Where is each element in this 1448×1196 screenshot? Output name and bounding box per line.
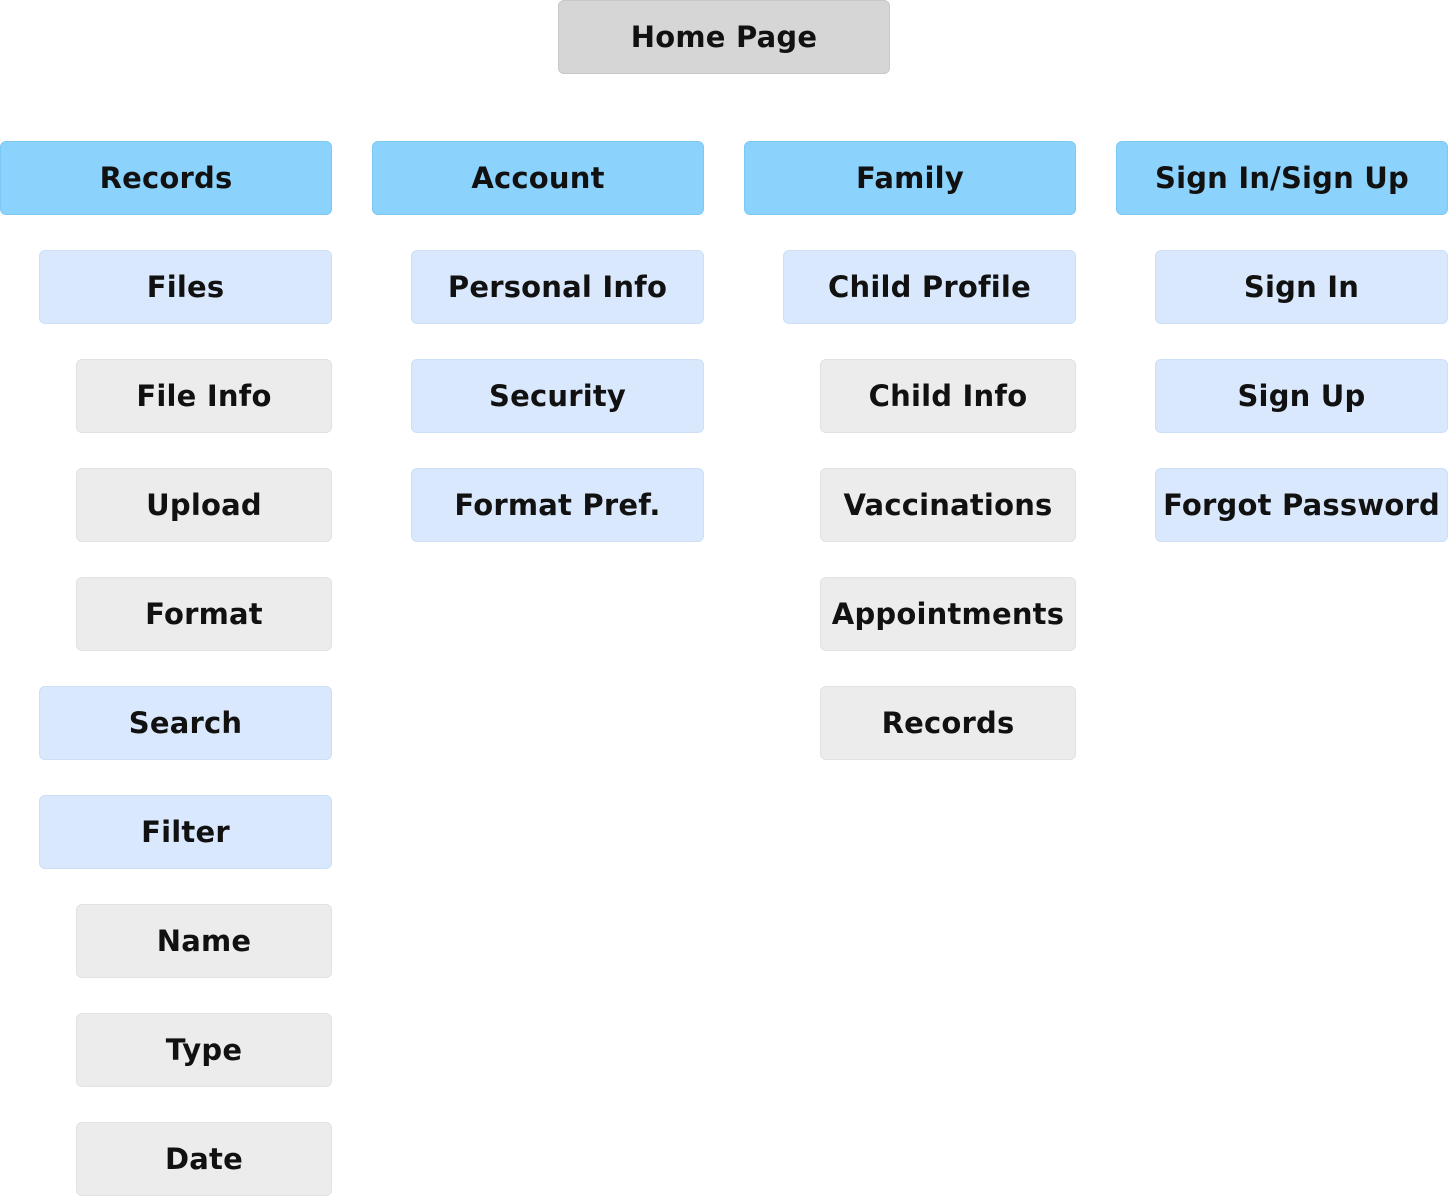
home-page-label: Home Page: [630, 20, 818, 54]
section-sign-in-sign-up-label: Sign In/Sign Up: [1155, 161, 1409, 195]
page-node-family-appointments[interactable]: Appointments: [820, 577, 1076, 651]
section-sign-in-sign-up[interactable]: Sign In/Sign Up: [1116, 141, 1448, 215]
page-node-records-format[interactable]: Format: [76, 577, 332, 651]
page-node-records-name[interactable]: Name: [76, 904, 332, 978]
page-node-label: Records: [881, 706, 1015, 740]
page-node-sign-in-sign-up-sign-in[interactable]: Sign In: [1155, 250, 1448, 324]
page-node-family-records[interactable]: Records: [820, 686, 1076, 760]
page-node-sign-in-sign-up-forgot-password[interactable]: Forgot Password: [1155, 468, 1448, 542]
page-node-account-format-pref[interactable]: Format Pref.: [411, 468, 704, 542]
page-node-records-file-info[interactable]: File Info: [76, 359, 332, 433]
section-records-label: Records: [99, 161, 233, 195]
page-node-label: Personal Info: [447, 270, 668, 304]
page-node-records-search[interactable]: Search: [39, 686, 332, 760]
page-node-label: Files: [146, 270, 225, 304]
page-node-account-security[interactable]: Security: [411, 359, 704, 433]
page-node-label: Security: [489, 379, 626, 413]
page-node-label: Child Profile: [828, 270, 1031, 304]
page-node-label: Vaccinations: [843, 488, 1053, 522]
section-family[interactable]: Family: [744, 141, 1076, 215]
page-node-label: Upload: [146, 488, 262, 522]
page-node-label: Date: [165, 1142, 243, 1176]
page-node-label: Appointments: [831, 597, 1065, 631]
page-node-account-personal-info[interactable]: Personal Info: [411, 250, 704, 324]
page-node-label: Format: [145, 597, 263, 631]
page-node-records-filter[interactable]: Filter: [39, 795, 332, 869]
section-family-label: Family: [856, 161, 964, 195]
page-node-sign-in-sign-up-sign-up[interactable]: Sign Up: [1155, 359, 1448, 433]
page-node-label: Search: [128, 706, 243, 740]
page-node-label: Filter: [141, 815, 230, 849]
page-node-label: Format Pref.: [454, 488, 661, 522]
home-page-node[interactable]: Home Page: [558, 0, 890, 74]
page-node-label: Forgot Password: [1163, 488, 1440, 522]
page-node-label: Sign Up: [1237, 379, 1366, 413]
section-records[interactable]: Records: [0, 141, 332, 215]
page-node-records-date[interactable]: Date: [76, 1122, 332, 1196]
section-account[interactable]: Account: [372, 141, 704, 215]
page-node-family-child-profile[interactable]: Child Profile: [783, 250, 1076, 324]
page-node-label: Child Info: [868, 379, 1028, 413]
page-node-records-files[interactable]: Files: [39, 250, 332, 324]
page-node-label: Sign In: [1243, 270, 1360, 304]
page-node-family-vaccinations[interactable]: Vaccinations: [820, 468, 1076, 542]
page-node-records-upload[interactable]: Upload: [76, 468, 332, 542]
page-node-family-child-info[interactable]: Child Info: [820, 359, 1076, 433]
page-node-label: Name: [156, 924, 252, 958]
page-node-label: Type: [165, 1033, 243, 1067]
page-node-records-type[interactable]: Type: [76, 1013, 332, 1087]
section-account-label: Account: [471, 161, 605, 195]
page-node-label: File Info: [136, 379, 272, 413]
